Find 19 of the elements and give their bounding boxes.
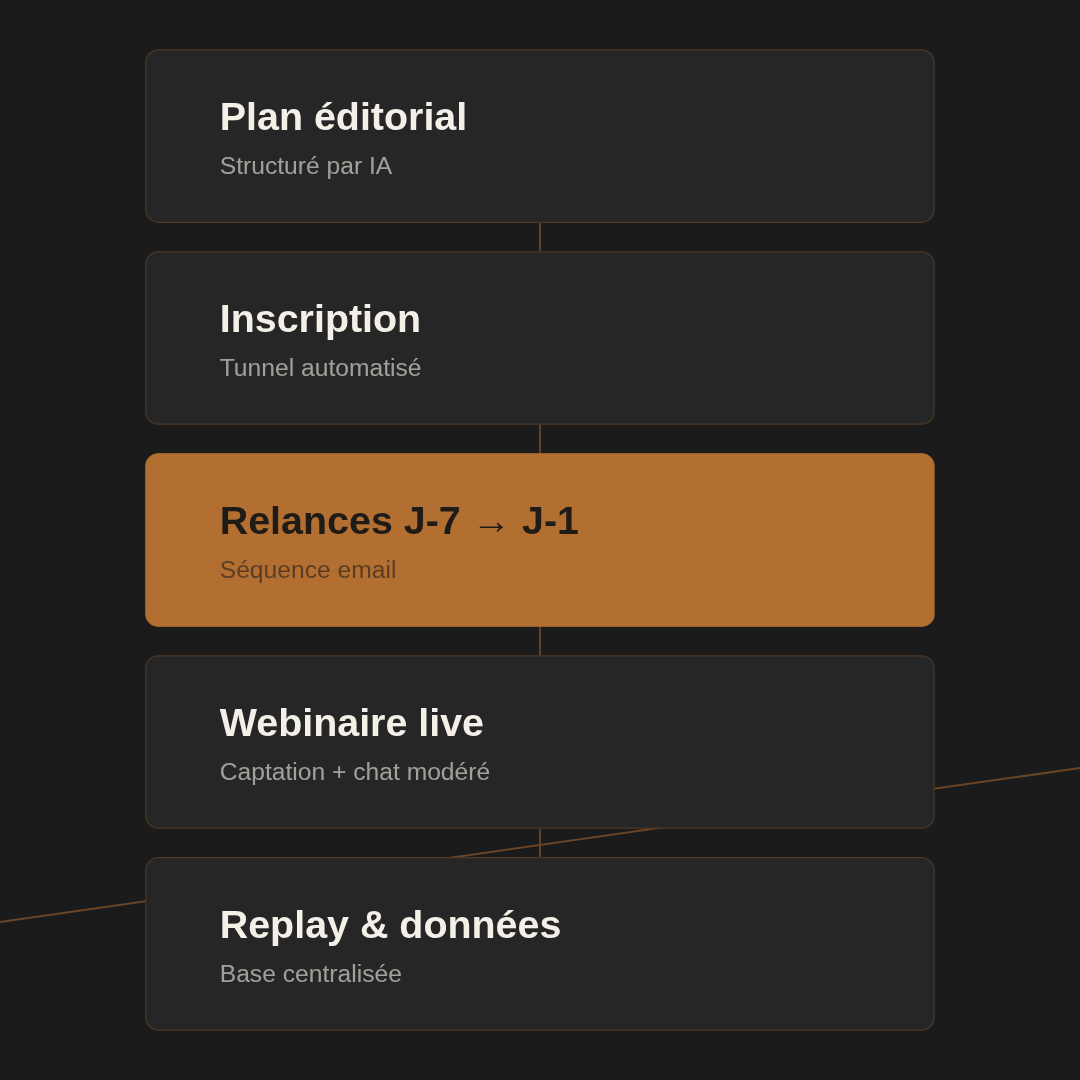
process-box (145, 453, 935, 627)
process-box (145, 49, 935, 223)
connector-line (539, 423, 541, 455)
box-title: Plan éditorial (219, 93, 469, 141)
box-subtitle: Séquence email (219, 555, 398, 586)
box-subtitle: Tunnel automatisé (219, 353, 423, 384)
box-subtitle: Base centralisée (219, 958, 403, 990)
box-title: Inscription (219, 295, 423, 343)
box-title: Replay & données (219, 901, 563, 949)
connector-line (539, 827, 541, 859)
connector-line (539, 625, 541, 657)
process-box (145, 857, 935, 1031)
box-title: Relances J-7 → J-1 (219, 497, 581, 545)
box-subtitle: Captation + chat modéré (219, 757, 492, 788)
box-subtitle: Structuré par IA (219, 151, 394, 182)
process-box (145, 251, 935, 425)
box-title: Webinaire live (219, 699, 486, 747)
connector-line (539, 221, 541, 253)
process-box (145, 655, 935, 829)
